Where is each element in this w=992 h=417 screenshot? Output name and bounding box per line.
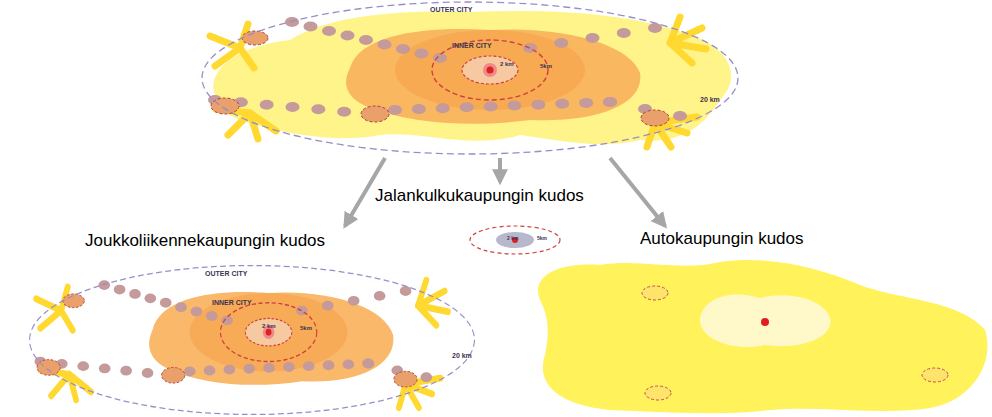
illustration-part: [538, 260, 987, 413]
map-label: 5km: [300, 325, 312, 332]
map-label: 2 km: [507, 236, 518, 242]
arrow-connector: [498, 158, 502, 182]
map-label: 20 km: [700, 96, 720, 104]
caption: Joukkoliikennekaupungin kudos: [85, 232, 325, 251]
illustration-part: [496, 232, 534, 248]
city-diagram: Autokaupungin kudos: [525, 228, 990, 417]
map-label: INNER CITY: [452, 42, 492, 50]
illustration-part: [470, 226, 560, 254]
map-label: OUTER CITY: [430, 6, 472, 14]
illustration-part: [645, 386, 671, 400]
map-label: 5km: [537, 236, 547, 242]
map-label: 5km: [540, 63, 552, 70]
car-city: [538, 260, 987, 413]
illustration-part: [700, 294, 831, 347]
arrow-connector: [610, 158, 665, 226]
map-label: 20 km: [452, 352, 472, 360]
city-diagram: Joukkoliikennekaupungin kudosOUTER CITY I…: [20, 228, 490, 417]
illustration-part: [761, 318, 769, 326]
map-label: INNER CITY: [212, 299, 252, 307]
illustration-part: [922, 368, 948, 382]
illustration-part: [642, 286, 668, 300]
map-label: 2 km: [500, 61, 514, 68]
map-label: OUTER CITY: [205, 270, 247, 278]
caption: Autokaupungin kudos: [640, 230, 804, 249]
caption: Jalankulkukaupungin kudos: [375, 187, 584, 206]
city-core: [202, 2, 738, 154]
city-core: [30, 266, 475, 415]
city-diagram: Jalankulkukaupungin kudos 2 km 5km: [345, 184, 635, 260]
city-diagram: OUTER CITY INNER CITY 2 km 5km 20 km: [200, 0, 745, 158]
map-label: 2 km: [262, 323, 276, 330]
walking-city: [470, 226, 560, 254]
